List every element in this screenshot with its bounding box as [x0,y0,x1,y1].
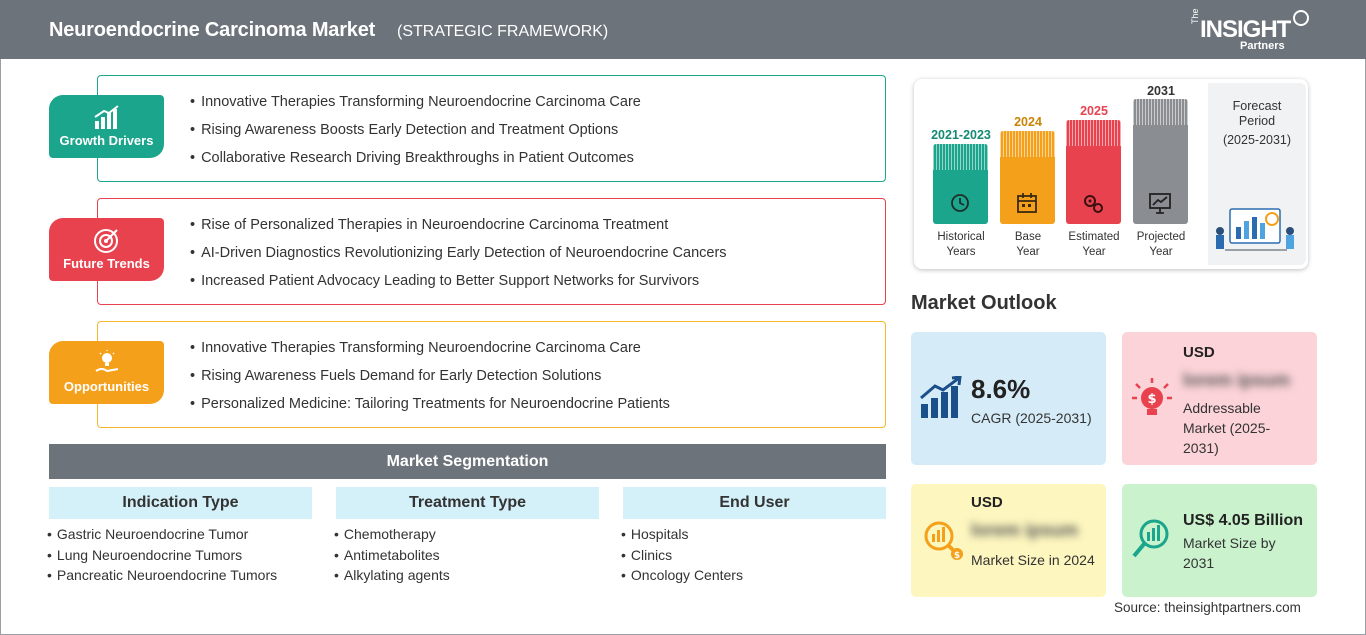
dollar-magnifier-icon: $ [924,521,963,561]
svg-text:$: $ [1147,392,1156,407]
list-item: Gastric Neuroendocrine Tumor [47,526,277,547]
cagr-card: 8.6% CAGR (2025-2031) [911,332,1106,465]
growth-drivers-list: Innovative Therapies Transforming Neuroe… [190,94,641,178]
market-size-2031-value: US$ 4.05 Billion [1183,512,1304,529]
growth-drivers-box: Innovative Therapies Transforming Neuroe… [97,75,886,182]
list-item: AI-Driven Diagnostics Revolutionizing Ea… [190,245,726,273]
timeline-year-2: 2024 [1014,115,1042,129]
logo-the: The [1190,8,1200,24]
segment-heading-end-user: End User [623,487,886,519]
list-item: Oncology Centers [621,567,743,588]
list-item: Innovative Therapies Transforming Neuroe… [190,340,670,368]
list-item: Collaborative Research Driving Breakthro… [190,150,641,178]
list-item: Increased Patient Advocacy Leading to Be… [190,273,727,301]
addressable-currency: USD [1183,344,1215,361]
list-item: Rising Awareness Boosts Early Detection … [190,122,641,150]
future-trends-list: Rise of Personalized Therapies in Neuroe… [190,217,727,301]
market-size-currency: USD [971,494,1003,511]
segment-heading-indication: Indication Type [49,487,312,519]
cagr-label: CAGR (2025-2031) [971,410,1092,426]
timeline-year-3: 2025 [1080,104,1108,118]
header-bar: Neuroendocrine Carcinoma Market (STRATEG… [0,0,1366,59]
list-item: Hospitals [621,526,743,547]
segment-heading-treatment: Treatment Type [336,487,599,519]
cagr-value: 8.6% [971,374,1031,404]
bar-chart-growth-icon [93,105,119,129]
indication-type-list: Gastric Neuroendocrine Tumor Lung Neuroe… [47,526,277,588]
lightbulb-hand-icon [94,350,118,373]
list-item: Innovative Therapies Transforming Neuroe… [190,94,641,122]
timeline-bar-3 [1066,120,1121,224]
list-item: Alkylating agents [334,567,450,588]
insight-partners-logo[interactable]: The INSIGHT Partners [1190,8,1320,54]
logo-insight: INSIGHT [1200,16,1291,43]
list-item: Clinics [621,547,743,568]
idea-dollar-icon: $ [1132,378,1172,415]
list-item: Chemotherapy [334,526,450,547]
opportunities-badge: Opportunities [49,341,164,404]
future-trends-label: Future Trends [63,256,150,271]
calendar-icon [1017,193,1037,213]
source-note: Source: theinsightpartners.com [1114,600,1301,615]
market-size-magnifier-icon [1132,519,1169,558]
timeline-year-4: 2031 [1147,84,1175,98]
presentation-chart-icon [1149,193,1171,214]
page-subtitle: (STRATEGIC FRAMEWORK) [397,23,609,40]
growth-drivers-label: Growth Drivers [59,133,154,148]
future-trends-badge: Future Trends [49,218,164,281]
market-size-2031-card: US$ 4.05 Billion Market Size by 2031 [1122,484,1317,597]
opportunities-box: Innovative Therapies Transforming Neuroe… [97,321,886,428]
timeline-bar-2 [1000,131,1055,224]
target-icon [93,229,118,253]
market-size-2024-card: $ USD lorem ipsum Market Size in 2024 [911,484,1106,597]
list-item: Pancreatic Neuroendocrine Tumors [47,567,277,588]
market-size-2024-label: Market Size in 2024 [971,552,1095,568]
growth-chart-icon [920,376,962,418]
list-item: Lung Neuroendocrine Tumors [47,547,277,568]
addressable-value-blurred: lorem ipsum [1183,370,1291,390]
logo-ring-icon [1293,10,1309,26]
future-trends-box: Rise of Personalized Therapies in Neuroe… [97,198,886,305]
treatment-type-list: Chemotherapy Antimetabolites Alkylating … [334,526,450,588]
list-item: Rising Awareness Fuels Demand for Early … [190,368,670,396]
svg-text:$: $ [954,551,960,561]
opportunities-list: Innovative Therapies Transforming Neuroe… [190,340,670,424]
timeline-bar-4 [1133,99,1188,224]
history-clock-icon [951,194,969,212]
market-segmentation-title: Market Segmentation [49,444,886,479]
forecast-period-range: (2025-2031) [1222,133,1292,147]
gears-icon [1084,195,1103,213]
list-item: Antimetabolites [334,547,450,568]
market-outlook-title: Market Outlook [911,292,1057,314]
forecast-period-title: Forecast Period [1232,99,1282,128]
growth-drivers-badge: Growth Drivers [49,95,164,158]
market-size-2031-label: Market Size by 2031 [1183,535,1276,571]
page-title: Neuroendocrine Carcinoma Market [49,19,376,41]
timeline-year-1: 2021-2023 [931,128,991,142]
opportunities-label: Opportunities [63,379,150,394]
logo-partners: Partners [1240,40,1285,52]
addressable-market-card: $ USD lorem ipsum Addressable Market (20… [1122,332,1317,465]
addressable-label: Addressable Market (2025-2031) [1183,400,1271,456]
list-item: Rise of Personalized Therapies in Neuroe… [190,217,727,245]
analytics-people-icon [1216,208,1294,251]
market-size-value-blurred: lorem ipsum [971,520,1079,540]
list-item: Personalized Medicine: Tailoring Treatme… [190,396,670,424]
end-user-list: Hospitals Clinics Oncology Centers [621,526,743,588]
